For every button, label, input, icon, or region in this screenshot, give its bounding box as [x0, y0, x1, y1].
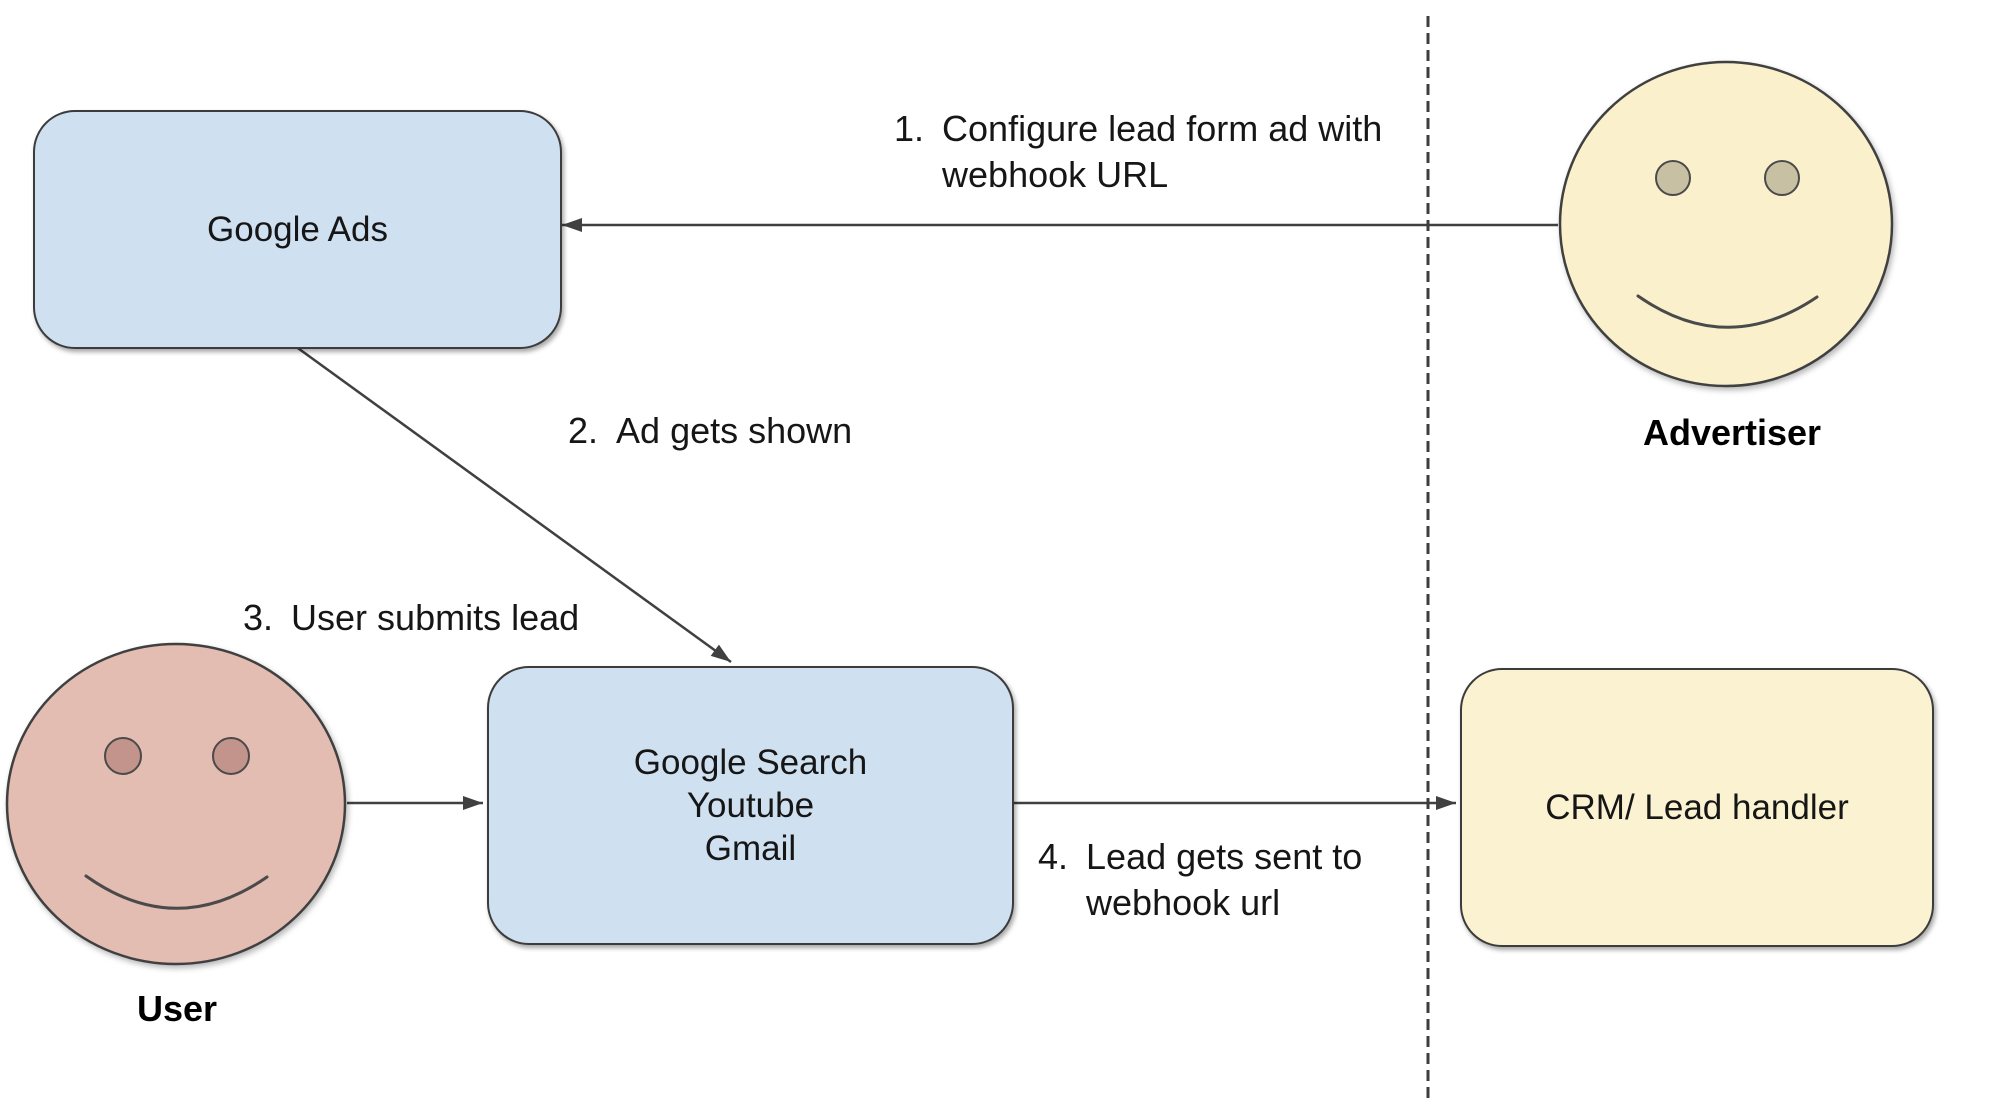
step1-annotation: 1. Configure lead form ad with webhook U…: [894, 106, 1382, 198]
step1-text: Configure lead form ad with webhook URL: [942, 106, 1382, 198]
node-crm-lead-handler-label: CRM/ Lead handler: [1545, 788, 1849, 827]
step1-line2: webhook URL: [942, 154, 1169, 195]
node-google-surfaces-label: Google Search Youtube Gmail: [634, 741, 867, 870]
step2-annotation: 2. Ad gets shown: [568, 408, 852, 454]
step3-line1: User submits lead: [291, 597, 580, 638]
surface-line-gmail: Gmail: [704, 829, 797, 868]
step4-annotation: 4. Lead gets sent to webhook url: [1038, 834, 1362, 926]
step1-number: 1.: [894, 108, 925, 149]
advertiser-face: [1558, 60, 1894, 388]
user-smile-icon: [84, 874, 269, 910]
step3-number: 3.: [243, 597, 274, 638]
advertiser-smile-icon: [1636, 294, 1819, 329]
step4-text: Lead gets sent to webhook url: [1086, 834, 1362, 926]
node-google-ads: Google Ads: [33, 110, 562, 349]
user-face: [5, 642, 347, 966]
node-google-ads-label: Google Ads: [207, 210, 388, 249]
step4-line2: webhook url: [1086, 882, 1281, 923]
arrow-step2-ad-gets-shown: [294, 344, 732, 664]
advertiser-label: Advertiser: [1642, 412, 1822, 453]
surface-line-youtube: Youtube: [686, 786, 815, 825]
node-google-surfaces: Google Search Youtube Gmail: [487, 666, 1014, 945]
step2-number: 2.: [568, 410, 599, 451]
step3-annotation: 3. User submits lead: [243, 595, 579, 641]
step2-line1: Ad gets shown: [616, 410, 853, 451]
user-label: User: [136, 988, 218, 1029]
advertiser-head: [1558, 60, 1894, 388]
step4-number: 4.: [1038, 836, 1069, 877]
node-crm-lead-handler: CRM/ Lead handler: [1460, 668, 1934, 947]
step4-line1: Lead gets sent to: [1086, 836, 1363, 877]
advertiser-left-eye-icon: [1655, 160, 1691, 196]
step2-text: Ad gets shown: [616, 408, 852, 454]
step1-line1: Configure lead form ad with: [942, 108, 1383, 149]
user-right-eye-icon: [212, 737, 250, 775]
surface-line-google-search: Google Search: [633, 743, 868, 782]
advertiser-right-eye-icon: [1764, 160, 1800, 196]
step3-text: User submits lead: [291, 595, 579, 641]
user-left-eye-icon: [104, 737, 142, 775]
user-head: [5, 642, 347, 966]
